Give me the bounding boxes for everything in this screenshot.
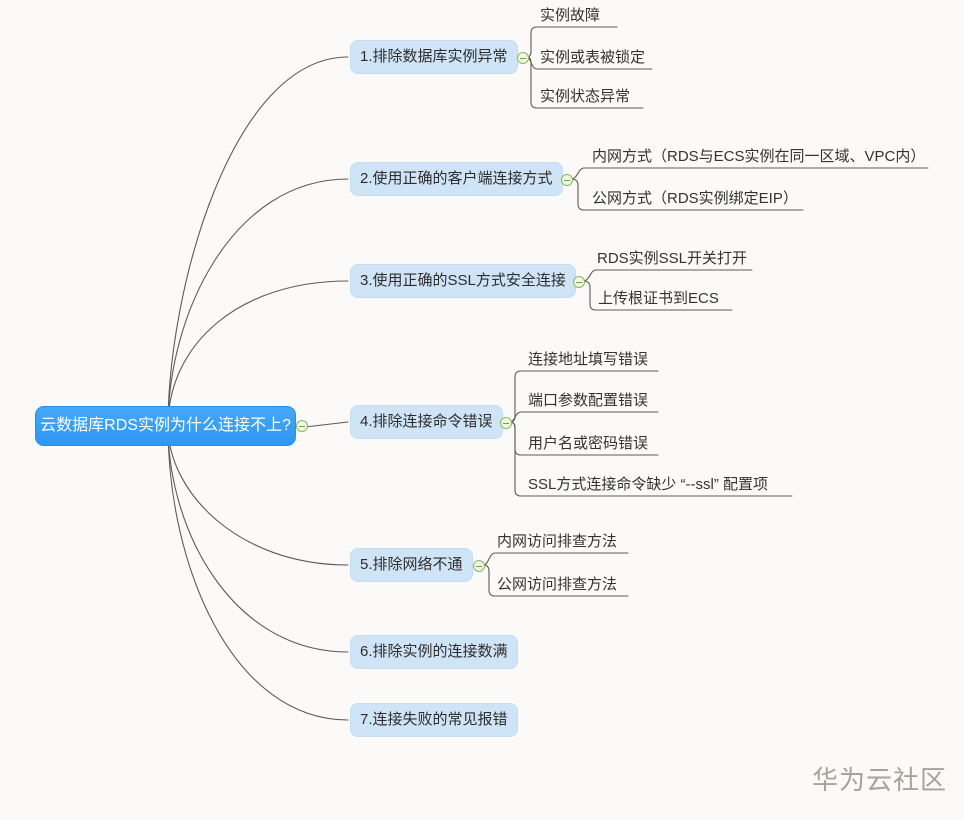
collapse-icon-root[interactable] <box>296 420 308 432</box>
connector-b1-c3 <box>526 56 644 109</box>
subtopic[interactable]: 公网方式（RDS实例绑定EIP） <box>592 190 798 207</box>
connector-b4-c2 <box>509 411 659 423</box>
topic-branch2[interactable]: 2.使用正确的客户端连接方式 <box>350 162 563 196</box>
topic-branch6[interactable]: 6.排除实例的连接数满 <box>350 635 518 669</box>
subtopic[interactable]: 连接地址填写错误 <box>528 351 649 368</box>
connector-b4-c1 <box>509 370 659 423</box>
connector-b4-c4 <box>509 421 793 497</box>
connector-root-branch6 <box>167 425 349 653</box>
minus-icon <box>476 565 482 567</box>
root-topic[interactable]: 云数据库RDS实例为什么连接不上? <box>35 406 296 446</box>
collapse-icon-branch3[interactable] <box>573 276 585 288</box>
topic-branch4[interactable]: 4.排除连接命令错误 <box>350 405 503 439</box>
subtopic[interactable]: 内网访问排查方法 <box>497 533 618 550</box>
subtopic[interactable]: RDS实例SSL开关打开 <box>597 250 748 267</box>
minus-icon <box>520 57 526 59</box>
collapse-icon-branch4[interactable] <box>500 417 512 429</box>
minus-icon <box>576 281 582 283</box>
topic-branch7[interactable]: 7.连接失败的常见报错 <box>350 703 518 737</box>
connector-b2-c1 <box>570 167 929 180</box>
subtopic[interactable]: 实例或表被锁定 <box>540 49 646 66</box>
subtopic[interactable]: 用户名或密码错误 <box>528 435 649 452</box>
subtopic[interactable]: 内网方式（RDS与ECS实例在同一区域、VPC内） <box>592 148 926 165</box>
subtopic[interactable]: 端口参数配置错误 <box>528 392 649 409</box>
subtopic[interactable]: 实例状态异常 <box>540 88 631 105</box>
collapse-icon-branch2[interactable] <box>561 174 573 186</box>
collapse-icon-branch1[interactable] <box>517 52 529 64</box>
minus-icon <box>503 422 509 424</box>
connector-b3-c1 <box>582 269 753 282</box>
connector-root-branch2 <box>167 178 349 427</box>
watermark-huawei-cloud-community: 华为云社区 <box>812 765 948 795</box>
connector-b3-c2 <box>582 280 733 311</box>
connector-b5-c2 <box>482 564 629 597</box>
connector-root-branch1 <box>167 56 349 427</box>
subtopic[interactable]: 实例故障 <box>540 7 601 24</box>
minus-icon <box>564 179 570 181</box>
collapse-icon-branch5[interactable] <box>473 560 485 572</box>
connector-b2-c2 <box>570 178 804 211</box>
topic-branch3[interactable]: 3.使用正确的SSL方式安全连接 <box>350 264 576 298</box>
connector-b1-c1 <box>526 26 618 58</box>
connector-b5-c1 <box>482 552 629 566</box>
subtopic[interactable]: SSL方式连接命令缺少 “--ssl” 配置项 <box>528 476 769 493</box>
topic-branch1[interactable]: 1.排除数据库实例异常 <box>350 40 518 74</box>
connector-root-branch3 <box>167 280 349 427</box>
connector-root-branch5 <box>167 425 349 566</box>
minus-icon <box>299 425 305 427</box>
topic-branch5[interactable]: 5.排除网络不通 <box>350 548 473 582</box>
connector-root-branch4 <box>304 421 349 428</box>
subtopic[interactable]: 公网访问排查方法 <box>497 576 618 593</box>
subtopic[interactable]: 上传根证书到ECS <box>598 290 719 307</box>
connector-root-branch7 <box>167 425 349 721</box>
